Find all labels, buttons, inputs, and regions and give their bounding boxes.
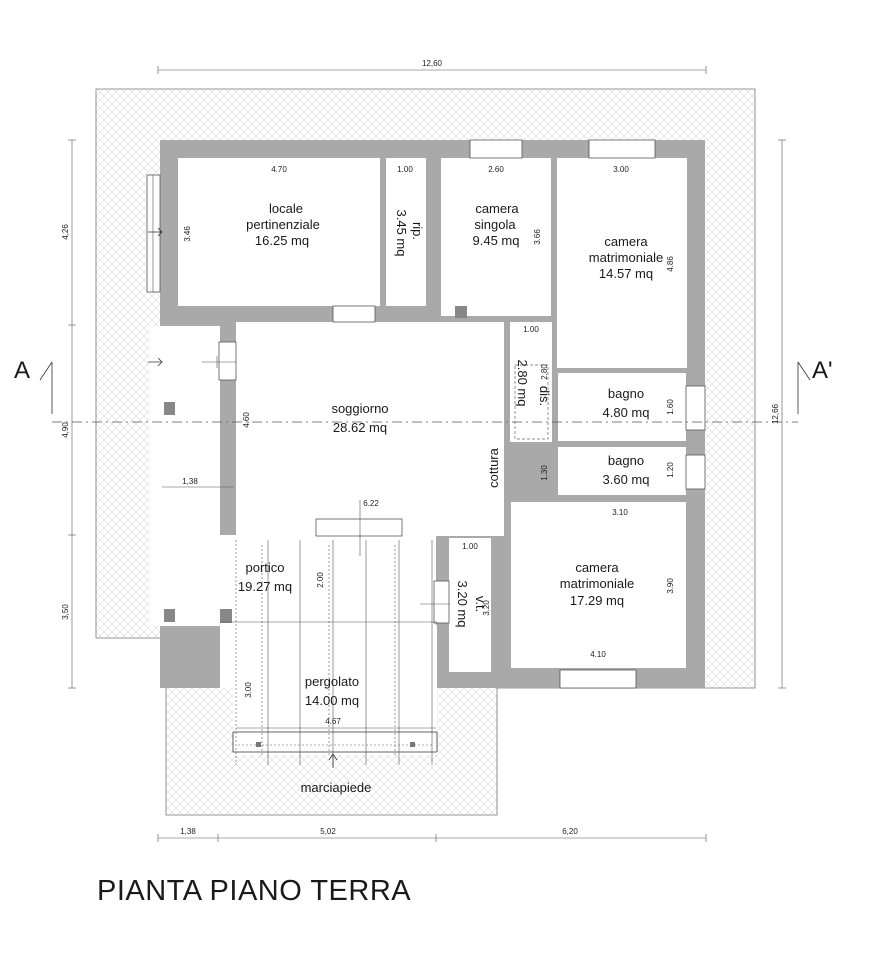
dimension-lines — [68, 66, 786, 842]
room-dis-name: dis. — [537, 386, 552, 406]
room-bagno1-area: 4.80 mq — [603, 405, 650, 420]
dim-overall-top: 12,60 — [422, 59, 443, 68]
dim-left-3: 3,50 — [61, 604, 70, 620]
dim-460: 4.60 — [242, 412, 251, 428]
dim-120: 1.20 — [666, 462, 675, 478]
dim-310: 3.10 — [612, 508, 628, 517]
room-cottura-name: cottura — [486, 447, 501, 488]
section-label-left: A — [14, 357, 30, 384]
dim-622: 6.22 — [363, 499, 379, 508]
room-vt-area: 3.20 mq — [455, 581, 470, 628]
dim-280: 2.80 — [540, 364, 549, 380]
dim-bottom-1: 1,38 — [180, 827, 196, 836]
dim-bottom-2: 5,02 — [320, 827, 336, 836]
dim-bottom-3: 6,20 — [562, 827, 578, 836]
room-bagno2-name: bagno — [608, 453, 644, 468]
dim-160: 1.60 — [666, 399, 675, 415]
room-floors — [160, 158, 687, 755]
room-soggiorno-name: soggiorno — [331, 401, 388, 416]
room-bagno1-name: bagno — [608, 386, 644, 401]
pillar — [455, 306, 467, 318]
section-arrow-right — [797, 361, 811, 414]
room-matrimoniale1-name1: camera — [604, 234, 648, 249]
dim-100b: 1.00 — [523, 325, 539, 334]
dim-left-1: 4,26 — [61, 224, 70, 240]
room-matrimoniale2-name1: camera — [575, 560, 619, 575]
room-locale-area: 16.25 mq — [255, 233, 309, 248]
room-locale-name1: locale — [269, 201, 303, 216]
room-matrimoniale2-name2: matrimoniale — [560, 576, 634, 591]
room-singola-area: 9.45 mq — [473, 233, 520, 248]
windows — [146, 139, 706, 689]
dim-200: 2.00 — [316, 572, 325, 588]
room-matrimoniale2-area: 17.29 mq — [570, 593, 624, 608]
dim-100a: 1.00 — [397, 165, 413, 174]
dim-390: 3.90 — [666, 578, 675, 594]
plan-title: PIANTA PIANO TERRA — [97, 875, 411, 907]
dim-346: 3.46 — [183, 226, 192, 242]
room-matrimoniale1-name2: matrimoniale — [589, 250, 663, 265]
section-arrow-left — [39, 361, 53, 414]
dim-left-2: 4,90 — [61, 422, 70, 438]
dim-100c: 1.00 — [462, 542, 478, 551]
entry-arrow-side — [148, 227, 163, 237]
dim-right: 12,66 — [771, 403, 780, 424]
room-soggiorno-area: 28.62 mq — [333, 420, 387, 435]
room-portico-area: 19.27 mq — [238, 579, 292, 594]
pillar — [220, 609, 232, 623]
pergolato-slats — [220, 540, 438, 765]
dim-320: 3.20 — [482, 600, 491, 616]
room-dis-area: 2.80 mq — [515, 360, 530, 407]
room-rip-area: 3.45 mq — [394, 210, 409, 257]
room-bagno2-area: 3.60 mq — [603, 472, 650, 487]
dim-130: 1.30 — [540, 465, 549, 481]
room-singola-name2: singola — [474, 217, 516, 232]
dim-366: 3.66 — [533, 229, 542, 245]
dim-138: 1,38 — [182, 477, 198, 486]
section-label-right: A' — [812, 357, 833, 384]
entry-arrow — [328, 753, 338, 768]
dim-470: 4.70 — [271, 165, 287, 174]
dim-260: 2.60 — [488, 165, 504, 174]
room-pergolato-name: pergolato — [305, 674, 359, 689]
pillar — [164, 402, 175, 415]
dim-300: 3.00 — [613, 165, 629, 174]
entry-arrow-porch — [148, 357, 163, 367]
room-locale-name2: pertinenziale — [246, 217, 320, 232]
dim-486: 4.86 — [666, 256, 675, 272]
room-matrimoniale1-area: 14.57 mq — [599, 266, 653, 281]
room-pergolato-area: 14.00 mq — [305, 693, 359, 708]
room-singola-name1: camera — [475, 201, 519, 216]
portico-open-cut — [220, 519, 504, 688]
pillar — [164, 609, 175, 622]
room-rip-name: rip. — [410, 222, 425, 240]
room-vt-name: v.t. — [473, 596, 488, 612]
dim-467: 4.67 — [325, 717, 341, 726]
room-marciapiede-name: marciapiede — [301, 780, 372, 795]
dis-dashed-box — [514, 364, 549, 440]
dim-300b: 3.00 — [244, 682, 253, 698]
dim-410: 4.10 — [590, 650, 606, 659]
room-portico-name: portico — [245, 560, 284, 575]
